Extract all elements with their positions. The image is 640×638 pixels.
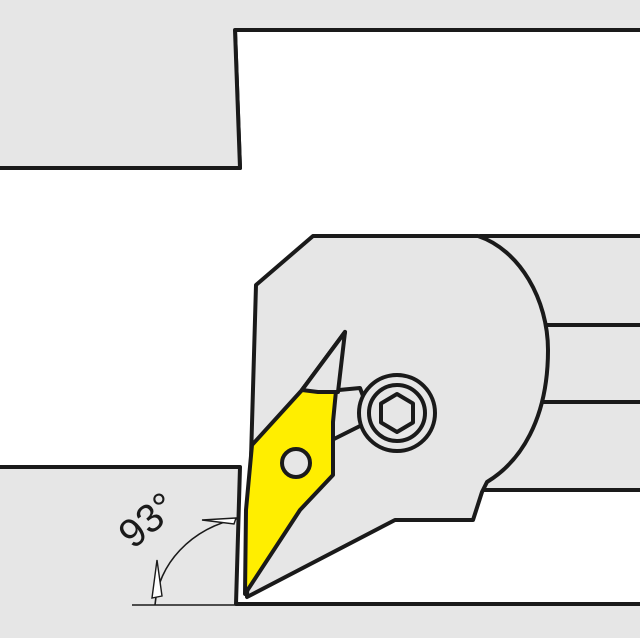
hex-socket-icon [379, 392, 415, 434]
insert-hole [280, 447, 312, 479]
arrow-upper-icon [201, 517, 237, 525]
arrow-lower-icon [151, 559, 163, 599]
workpiece-upper-body [0, 0, 640, 170]
insert-seat [300, 330, 347, 394]
shank-groove [538, 323, 640, 404]
